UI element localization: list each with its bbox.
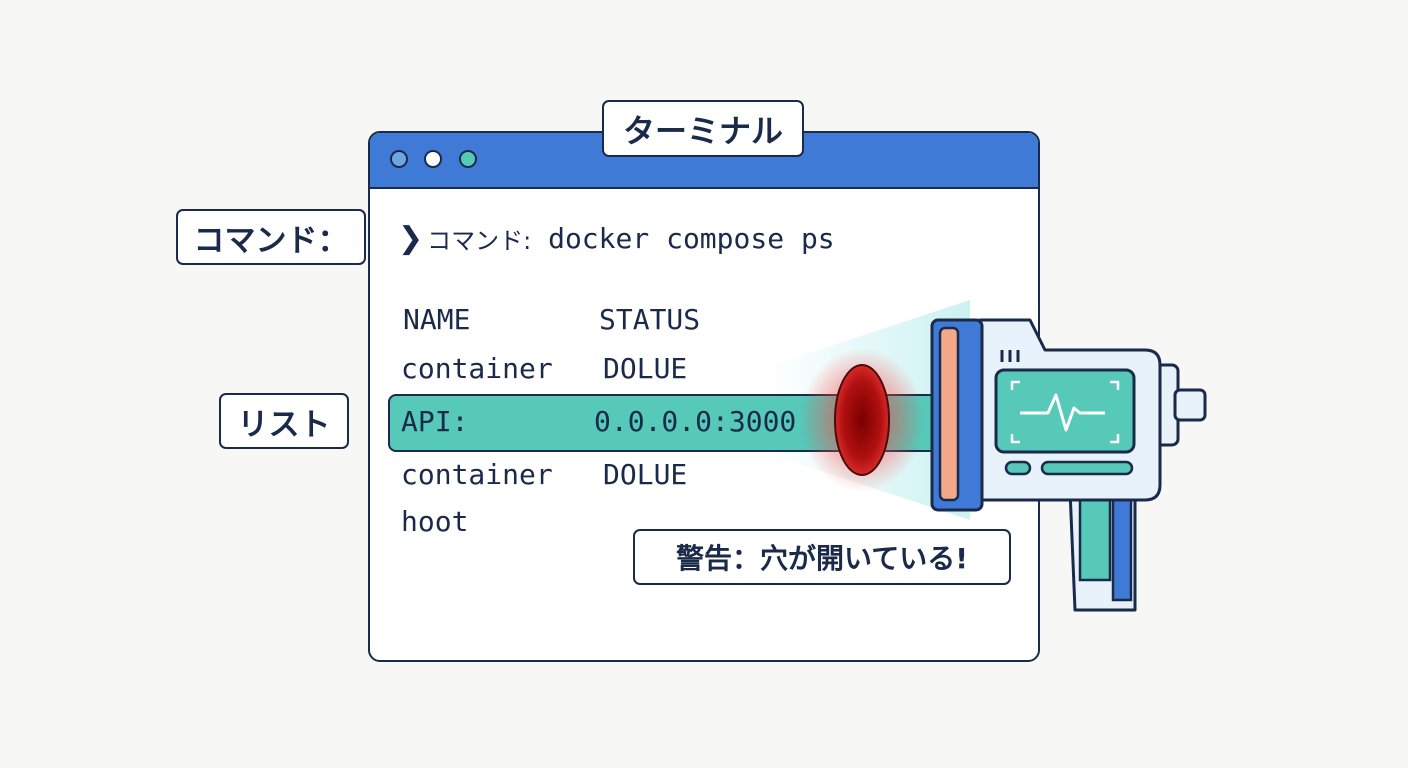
hole-icon xyxy=(800,348,924,492)
prompt-line: ❯ コマンド: docker compose ps xyxy=(398,221,835,256)
list-label: リスト xyxy=(219,393,349,449)
header-status: STATUS xyxy=(599,303,701,336)
scanner-device-icon xyxy=(930,318,1207,612)
row-3-name: hoot xyxy=(401,505,469,538)
warning-label: 警告：穴が開いている! xyxy=(633,529,1011,585)
window-control-minimize[interactable] xyxy=(424,150,442,168)
header-name: NAME xyxy=(403,303,471,336)
prompt-prefix: コマンド: xyxy=(427,227,532,255)
window-title: ターミナル xyxy=(602,100,804,157)
window-control-maximize[interactable] xyxy=(459,150,477,168)
row-1-name: API: xyxy=(401,405,469,438)
chevron-right-icon: ❯ xyxy=(398,221,424,256)
row-0-status: DOLUE xyxy=(603,352,688,385)
window-control-close[interactable] xyxy=(390,150,408,168)
command-text: docker compose ps xyxy=(531,222,835,255)
pulse-icon xyxy=(1010,380,1120,444)
row-2-name: container xyxy=(401,458,553,491)
command-label: コマンド： xyxy=(176,209,366,265)
row-1-status: 0.0.0.0:3000 xyxy=(594,405,797,438)
row-2-status: DOLUE xyxy=(603,458,688,491)
row-0-name: container xyxy=(401,352,553,385)
